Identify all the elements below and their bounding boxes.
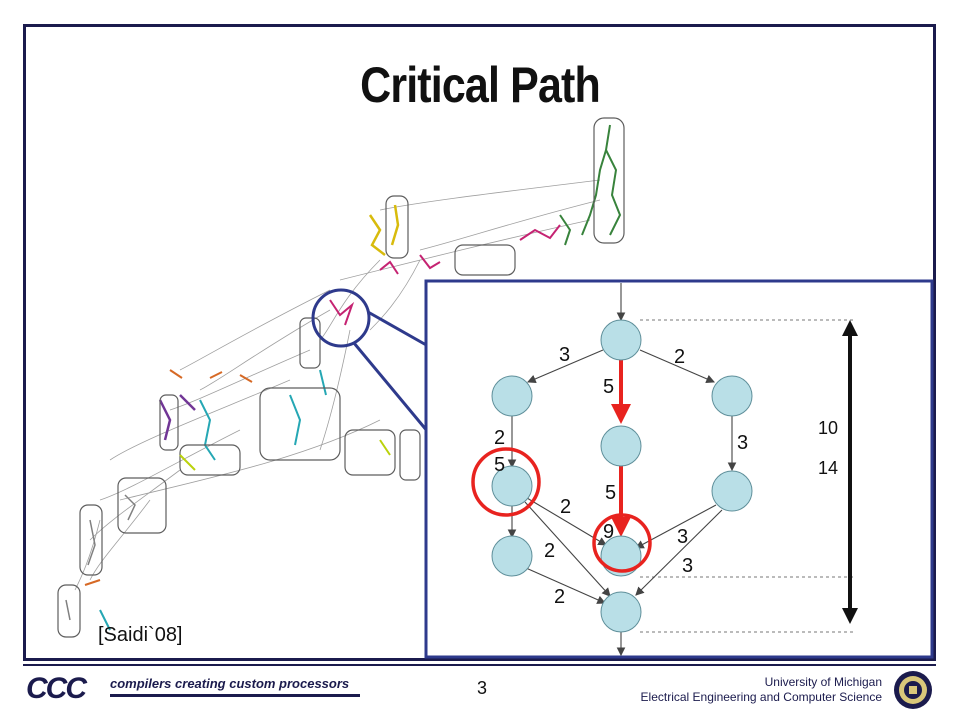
- slide-frame: [23, 24, 936, 661]
- node-right-2: [711, 470, 753, 512]
- university-seal-icon: [894, 671, 932, 709]
- weight-top-right: 2: [674, 346, 685, 368]
- highlight-circle-middle: [592, 513, 652, 573]
- node-middle-1: [600, 425, 642, 467]
- node-left-2: [491, 465, 533, 507]
- edge-weight-labels: 3 2 5 2 5 3 5 2 9 3 2 3 2: [494, 344, 748, 608]
- node-middle-2: [600, 535, 642, 577]
- graph-edges: [507, 283, 737, 657]
- node-left-1: [491, 375, 533, 417]
- weight-right-lower-b: 3: [682, 555, 693, 577]
- weight-middle-lower: 9: [603, 521, 614, 543]
- institution-line-1: University of Michigan: [764, 675, 882, 689]
- zoom-connector-top: [367, 310, 429, 348]
- weight-right-upper: 3: [737, 432, 748, 454]
- slide-number: 3: [476, 678, 487, 698]
- logo-letters: CCC: [26, 672, 87, 705]
- slide-title: Critical Path: [360, 57, 601, 113]
- weight-middle-upper: 5: [605, 482, 616, 504]
- node-right-1: [711, 375, 753, 417]
- dataflow-graph-thumbnail: [57, 117, 625, 638]
- ccc-logo: CCC compilers creating custom processors: [26, 672, 360, 706]
- weight-left-upper: 2: [494, 427, 505, 449]
- node-bottom: [600, 591, 642, 633]
- institution-line-2: Electrical Engineering and Computer Scie…: [640, 690, 882, 704]
- zoom-highlight-circle: [311, 288, 371, 348]
- path-length-second: 14: [818, 458, 838, 478]
- weight-left-upper-hidden: 5: [494, 454, 505, 476]
- weight-left-lower: 2: [544, 540, 555, 562]
- weight-top-middle: 5: [603, 376, 614, 398]
- zoom-connector-bottom: [352, 342, 430, 433]
- highlight-circle-left: [471, 447, 541, 517]
- weight-right-lower-a: 3: [677, 526, 688, 548]
- weight-cross-left: 2: [560, 496, 571, 518]
- institution-text: University of Michigan Electrical Engine…: [641, 675, 882, 705]
- logo-underline: [110, 694, 360, 697]
- citation: [Saidi`08]: [98, 624, 183, 646]
- critical-path-length-arrow: [842, 320, 858, 624]
- weight-top-left: 3: [559, 344, 570, 366]
- footer-rule: [23, 664, 936, 666]
- logo-tagline: compilers creating custom processors: [110, 676, 350, 691]
- graph-nodes: [491, 319, 753, 633]
- node-left-3: [491, 535, 533, 577]
- path-length-first: 10: [818, 418, 838, 438]
- weight-bottom-left: 2: [554, 586, 565, 608]
- node-top: [600, 319, 642, 361]
